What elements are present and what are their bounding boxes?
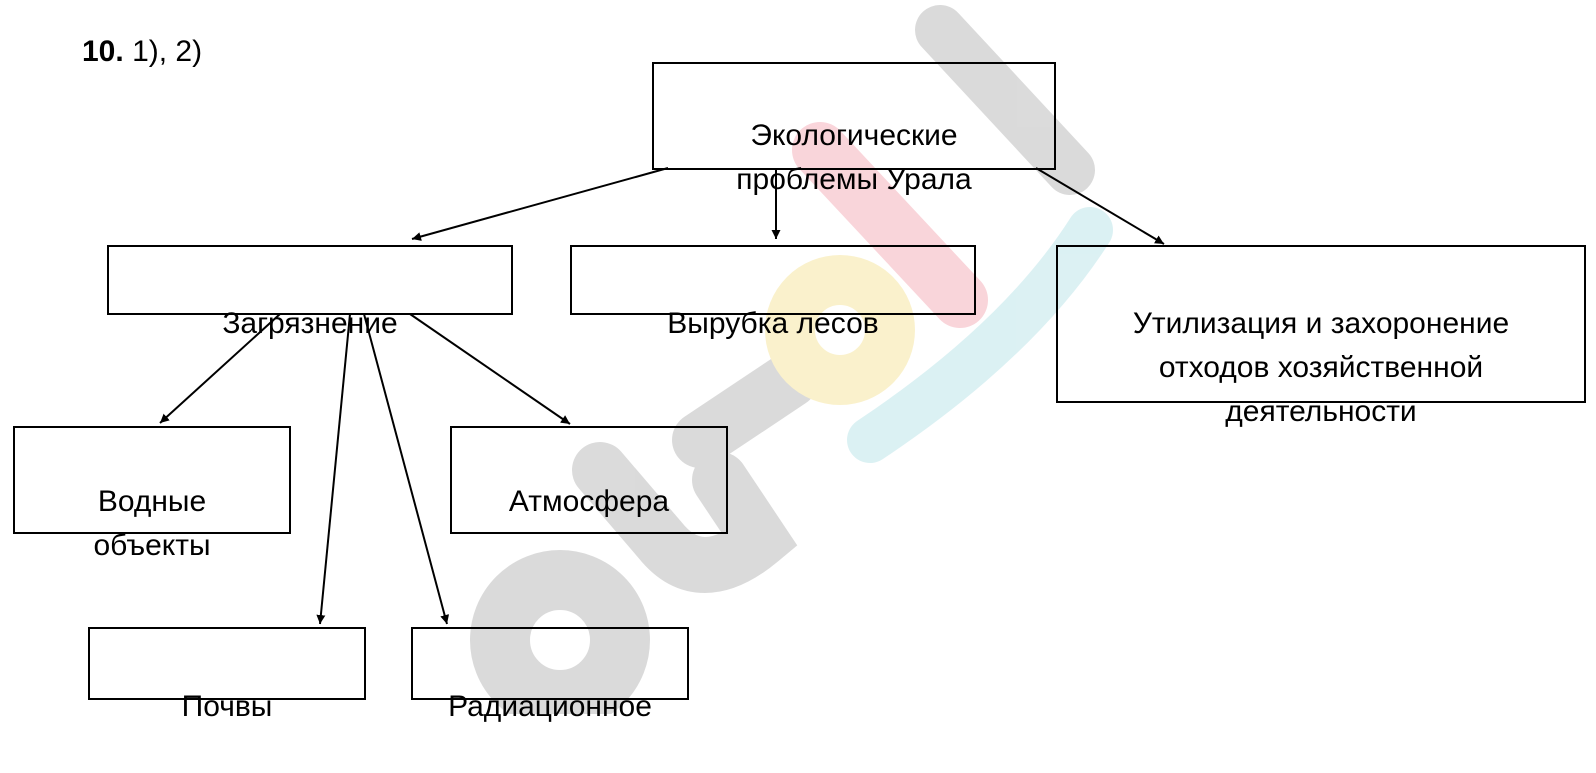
arrow-pollution-to-soils xyxy=(316,313,351,625)
watermark-letter-k xyxy=(792,122,988,328)
watermark-letter-e xyxy=(470,550,650,714)
arrow-pollution-to-atmosphere xyxy=(409,313,571,425)
task-parts: 1), 2) xyxy=(132,35,203,68)
node-soils-label: Почвы xyxy=(181,690,273,723)
watermark-letter-u xyxy=(572,442,798,593)
node-soils: Почвы xyxy=(88,627,366,723)
arrow-root-to-waste xyxy=(1035,167,1165,245)
node-deforestation-label: Вырубка лесов xyxy=(667,307,879,340)
node-pollution: Загрязнение xyxy=(107,245,513,340)
watermark-letter-o xyxy=(765,255,915,405)
arrow-pollution-to-radiation xyxy=(363,313,450,625)
node-pollution-label: Загрязнение xyxy=(222,307,398,340)
diagram-connectors xyxy=(159,167,1165,625)
root-node: Экологические проблемы Урала xyxy=(652,62,1056,196)
node-water-label: Водные объекты xyxy=(93,485,211,562)
node-radiation-label: Радиационное xyxy=(448,690,652,723)
node-water: Водные объекты xyxy=(13,426,291,562)
arrow-root-to-pollution xyxy=(411,167,669,241)
watermark-letter-r xyxy=(672,352,818,468)
node-radiation: Радиационное xyxy=(411,627,689,723)
root-node-label: Экологические проблемы Урала xyxy=(736,119,972,196)
node-waste-label: Утилизация и захоронение отходов хозяйст… xyxy=(1132,307,1510,428)
task-number: 10. xyxy=(82,35,124,68)
node-atmosphere: Атмосфера xyxy=(450,426,728,534)
euroki-watermark xyxy=(470,5,1113,714)
node-deforestation: Вырубка лесов xyxy=(570,245,976,340)
node-waste: Утилизация и захоронение отходов хозяйст… xyxy=(1056,245,1586,428)
task-heading: 10. 1), 2) xyxy=(82,32,202,72)
arrow-pollution-to-water xyxy=(159,313,281,424)
node-atmosphere-label: Атмосфера xyxy=(508,485,670,518)
watermark-swoosh xyxy=(847,207,1113,463)
watermark-letter-i xyxy=(915,5,1095,195)
